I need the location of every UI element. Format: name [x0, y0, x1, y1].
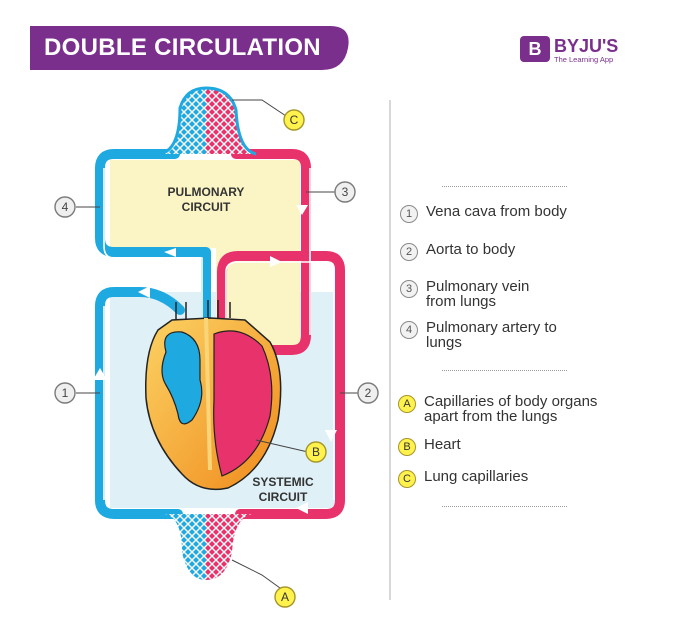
callout-b-text: B: [312, 445, 320, 459]
legend-text-1: Vena cava from body: [426, 203, 567, 220]
logo-name: BYJU'S: [554, 36, 619, 56]
legend-key-3: 3: [400, 280, 418, 298]
legend-item-2: 2 Aorta to body: [400, 242, 515, 261]
legend-separator-top: [442, 186, 567, 187]
callout-a-marker: [274, 586, 296, 608]
legend-separator-middle: [442, 370, 567, 371]
legend-key-4: 4: [400, 321, 418, 339]
pulmonary-label-1: PULMONARY: [168, 185, 245, 199]
title-banner: [30, 26, 349, 70]
legend-text-2: Aorta to body: [426, 241, 516, 258]
pulmonary-label-2: CIRCUIT: [182, 200, 231, 214]
systemic-label-1: SYSTEMIC: [252, 475, 314, 489]
callout-3-text: 3: [342, 185, 349, 199]
legend-text-3: Pulmonary vein from lungs: [426, 278, 530, 310]
systemic-label-2: CIRCUIT: [259, 490, 308, 504]
legend-item-4: 4 Pulmonary artery to lungs: [400, 320, 557, 350]
legend-item-c: C Lung capillaries: [398, 469, 528, 488]
body-capillaries: [165, 514, 252, 580]
byjus-logo: B BYJU'S The Learning App: [520, 36, 640, 68]
logo-tagline: The Learning App: [554, 55, 614, 64]
page-title: DOUBLE CIRCULATION: [44, 34, 321, 61]
legend-text-4: Pulmonary artery to lungs: [426, 319, 557, 351]
callout-1-marker: [54, 382, 76, 404]
callout-1-text: 1: [62, 386, 69, 400]
systemic-circuit-area: [110, 292, 336, 508]
legend-key-1: 1: [400, 205, 418, 223]
legend-text-a: Capillaries of body organs apart from th…: [424, 393, 598, 425]
legend-separator-bottom: [442, 506, 567, 507]
callout-3-marker: [334, 181, 356, 203]
legend-key-2: 2: [400, 243, 418, 261]
legend-item-3: 3 Pulmonary vein from lungs: [400, 279, 529, 309]
legend-key-c: C: [398, 470, 416, 488]
callout-a-text: A: [281, 590, 289, 604]
logo-mark: B: [520, 36, 550, 62]
callout-b-marker: [305, 441, 327, 463]
callout-2-text: 2: [365, 386, 372, 400]
callout-4-text: 4: [62, 200, 69, 214]
legend-key-a: A: [398, 395, 416, 413]
lung-capillaries: [159, 86, 257, 156]
callout-2-marker: [357, 382, 379, 404]
callout-c-text: C: [290, 113, 299, 127]
legend-text-b: Heart: [424, 436, 461, 453]
pulmonary-circuit-area: [110, 160, 300, 352]
legend-item-1: 1 Vena cava from body: [400, 204, 567, 223]
legend-item-a: A Capillaries of body organs apart from …: [398, 394, 597, 424]
callout-4-marker: [54, 196, 76, 218]
legend-item-b: B Heart: [398, 437, 461, 456]
legend-key-b: B: [398, 438, 416, 456]
legend-text-c: Lung capillaries: [424, 468, 529, 485]
heart: [145, 300, 282, 491]
callout-c-marker: [283, 109, 305, 131]
